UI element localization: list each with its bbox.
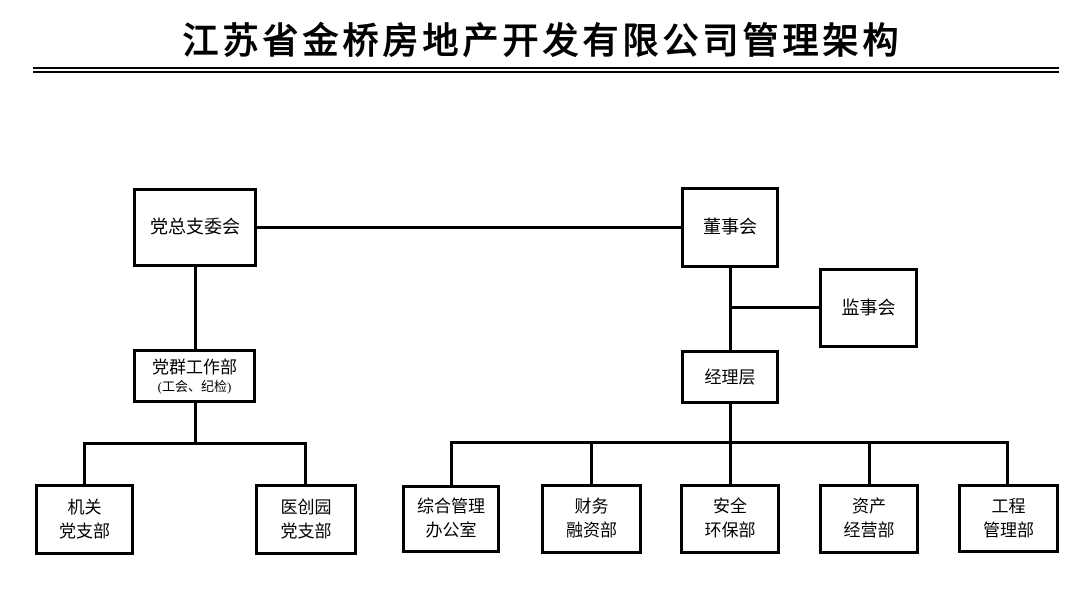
node-label-line1: 安全 (713, 497, 747, 516)
connector-drop-asset (868, 441, 871, 484)
node-label-line2: 环保部 (704, 521, 756, 540)
node-label-line1: 医创园 (280, 497, 332, 517)
org-node-board-of-directors: 董事会 (681, 187, 779, 268)
connector-drop-medical-branch (304, 442, 307, 484)
node-label-line1: 机关 (67, 497, 102, 517)
org-node-managers: 经理层 (681, 350, 779, 404)
node-label-line2: 党支部 (280, 521, 332, 541)
node-label-line1: 财务 (574, 497, 609, 516)
connector-left-distribution-bus (83, 442, 307, 445)
connector-managers-deptbus (729, 404, 732, 484)
node-label-line2: 办公室 (425, 521, 477, 540)
connector-partycommittee-partymass (194, 267, 197, 349)
node-label: 监事会 (841, 297, 896, 318)
node-label-line1: 工程 (991, 496, 1026, 516)
connector-partymass-branchbus (194, 403, 197, 444)
node-label: 经理层 (704, 367, 756, 387)
page-title: 江苏省金桥房地产开发有限公司管理架构 (182, 21, 903, 61)
node-label-line1: 资产 (852, 497, 886, 516)
node-label-line2: 经营部 (843, 521, 895, 540)
org-node-organ-party-branch: 机关 党支部 (35, 484, 134, 555)
org-node-finance-dept: 财务 融资部 (541, 484, 642, 554)
node-label: 董事会 (703, 217, 757, 237)
org-node-medical-park-party-branch: 医创园 党支部 (255, 484, 357, 555)
connector-partycommittee-board (257, 226, 681, 229)
org-node-party-mass-dept: 党群工作部 (工会、纪检) (133, 349, 256, 403)
node-label: 党群工作部 (152, 357, 237, 377)
node-label-line2: 管理部 (983, 520, 1034, 540)
connector-drop-finance (590, 441, 593, 484)
title-divider (33, 67, 1059, 73)
org-node-admin-office: 综合管理 办公室 (402, 485, 500, 553)
connector-drop-admin-office (450, 441, 453, 485)
connector-right-distribution-bus (450, 441, 1009, 444)
org-node-asset-dept: 资产 经营部 (819, 484, 919, 554)
connector-drop-organ-branch (83, 442, 86, 484)
org-node-supervisory-board: 监事会 (819, 268, 918, 348)
node-label: 党总支委会 (150, 217, 240, 237)
node-label-line1: 综合管理 (417, 497, 485, 516)
org-node-engineering-dept: 工程 管理部 (958, 484, 1059, 553)
connector-drop-engineering (1006, 441, 1009, 484)
node-sublabel: (工会、纪检) (157, 378, 232, 394)
connector-board-supervisory (729, 306, 819, 309)
connector-board-managers (729, 268, 732, 350)
node-label-line2: 融资部 (566, 521, 617, 540)
org-node-safety-dept: 安全 环保部 (680, 484, 780, 554)
org-node-party-committee: 党总支委会 (133, 188, 257, 267)
node-label-line2: 党支部 (59, 521, 110, 541)
